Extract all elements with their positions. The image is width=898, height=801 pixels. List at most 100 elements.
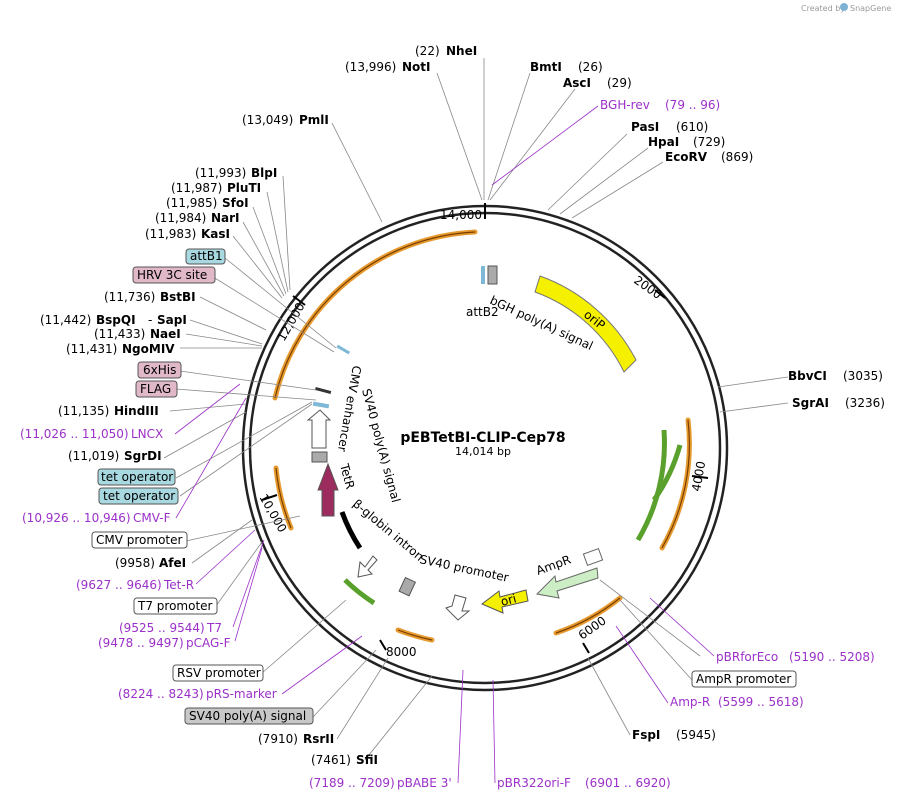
site-asci-pos: (29) [607, 76, 632, 90]
feature-box-cmv-promoter[interactable] [91, 531, 188, 549]
feature-ampr-promoter-label: AmpR promoter [696, 672, 791, 686]
primer-pbabe3-pos: (7189 .. 7209) [309, 776, 395, 790]
primer-bgh-rev-name[interactable]: BGH-rev [600, 98, 650, 112]
site-ecorv-pos: (869) [721, 150, 753, 164]
primer-pbrforeco-name[interactable]: pBRforEco [716, 650, 778, 664]
site-kasi-pos: (11,983) [145, 227, 196, 241]
site-pmli-name[interactable]: PmlI [299, 113, 329, 127]
site-sgrdi-pos: (11,019) [68, 449, 119, 463]
ampr-feature [535, 567, 599, 599]
attb2-label: attB2 [466, 305, 499, 319]
ruler-8000: 8000 [386, 645, 417, 659]
site-ngomiv-name[interactable]: NgoMIV [122, 342, 175, 356]
site-rsrii-pos: (7910) [258, 732, 298, 746]
ori-feature [481, 589, 529, 614]
feature-box-6xhis[interactable] [137, 361, 182, 379]
beta-globin-feature [339, 511, 363, 550]
site-nari-name[interactable]: NarI [211, 211, 240, 225]
primer-pbabe3-name[interactable]: pBABE 3' [397, 776, 452, 790]
tetr-label: TetR [337, 461, 357, 490]
site-sapi-name[interactable]: SapI [157, 313, 187, 327]
sv40-promoter-feature [445, 594, 471, 621]
site-bstbi-pos: (11,736) [104, 290, 155, 304]
site-noti-name[interactable]: NotI [402, 60, 431, 74]
feature-box-t7-promoter[interactable] [133, 597, 218, 615]
primer-pbrforeco-pos: (5190 .. 5208) [789, 650, 875, 664]
primer-lncx-name[interactable]: LNCX [131, 427, 163, 441]
site-pasi-name[interactable]: PasI [631, 120, 659, 134]
site-asci-name[interactable]: AscI [563, 76, 591, 90]
primer-t7-name[interactable]: T7 [206, 621, 222, 635]
primer-pbr322ori-name[interactable]: pBR322ori-F [497, 776, 571, 790]
site-sfii-name[interactable]: SfiI [356, 753, 378, 767]
ampr-label: AmpR [534, 552, 572, 577]
ori-label: ori [499, 591, 518, 609]
site-bspqi-name[interactable]: BspQI [96, 313, 136, 327]
site-hindiii-name[interactable]: HindIII [114, 404, 159, 418]
site-nhei-name[interactable]: NheI [446, 44, 477, 58]
site-sgrai-name[interactable]: SgrAI [792, 396, 829, 410]
site-bmti-pos: (26) [578, 60, 603, 74]
feature-attb1-label: attB1 [190, 249, 223, 263]
site-ecorv-name[interactable]: EcoRV [665, 150, 708, 164]
credit-brand: SnapGene [850, 4, 891, 13]
ruler [261, 203, 709, 654]
primer-prs-marker-name[interactable]: pRS-marker [206, 687, 277, 701]
primer-cmvf-name[interactable]: CMV-F [133, 511, 171, 525]
site-pasi-pos: (610) [676, 120, 708, 134]
snapgene-logo-icon [840, 3, 848, 11]
feature-box-ampr-promoter[interactable] [691, 670, 797, 688]
site-sfoi-name[interactable]: SfoI [222, 196, 249, 210]
site-hindiii-pos: (11,135) [58, 404, 109, 418]
primer-pbr322ori-pos: (6901 .. 6920) [585, 776, 671, 790]
primer-pcagf-name[interactable]: pCAG-F [186, 636, 231, 650]
site-sfii-pos: (7461) [311, 753, 351, 767]
plasmid-name: pEBTetBI-CLIP-Cep78 [400, 430, 565, 446]
feature-cmv-promoter-label: CMV promoter [96, 533, 183, 547]
site-afei-pos: (9958) [115, 556, 155, 570]
sv40pa-small-feature [398, 576, 417, 597]
site-bbvci-pos: (3035) [843, 369, 883, 383]
white-arrow-feature [357, 555, 378, 578]
feature-box-rsv-promoter[interactable] [172, 664, 264, 682]
cmv-small-feature [311, 451, 328, 463]
site-noti-pos: (13,996) [345, 60, 396, 74]
site-fspi-pos: (5945) [676, 728, 716, 742]
feature-box-sv40-polya[interactable] [184, 707, 314, 725]
feature-hrv3c-label: HRV 3C site [137, 268, 207, 282]
site-blpi-name[interactable]: BlpI [251, 166, 277, 180]
feature-rsv-promoter-label: RSV promoter [177, 666, 261, 680]
ruler-14000: 14,000 [440, 208, 482, 222]
feature-box-hrv3c[interactable] [132, 266, 216, 284]
site-pmli-pos: (13,049) [242, 113, 293, 127]
site-rsrii-name[interactable]: RsrII [303, 732, 334, 746]
site-bstbi-name[interactable]: BstBI [160, 290, 196, 304]
site-kasi-name[interactable]: KasI [201, 227, 230, 241]
primer-tetr-name[interactable]: Tet-R [163, 578, 194, 592]
feature-t7-promoter-label: T7 promoter [137, 599, 213, 613]
primer-t7-pos: (9525 .. 9544) [119, 621, 205, 635]
site-pluti-name[interactable]: PluTI [227, 181, 261, 195]
site-naei-name[interactable]: NaeI [150, 327, 181, 341]
site-sgrai-pos: (3236) [845, 396, 885, 410]
credit-text: Created by [801, 4, 845, 13]
bgh-feature [487, 265, 498, 285]
primer-ampr-name[interactable]: Amp-R [670, 695, 710, 709]
feature-box-attb1[interactable] [185, 248, 226, 265]
site-naei-pos: (11,433) [94, 327, 145, 341]
feature-box-flag[interactable] [135, 380, 178, 398]
site-bmti-name[interactable]: BmtI [530, 60, 562, 74]
leader-lines [163, 58, 789, 761]
feature-box-tet-operator-2[interactable] [98, 487, 179, 505]
feature-flag-label: FLAG [140, 382, 171, 396]
feature-box-tet-operator-1[interactable] [97, 468, 176, 486]
tetr-feature [317, 462, 339, 517]
site-fspi-name[interactable]: FspI [632, 728, 660, 742]
mark-a [315, 386, 332, 395]
site-hpai-name[interactable]: HpaI [648, 135, 679, 149]
site-sgrdi-name[interactable]: SgrDI [124, 449, 162, 463]
site-bbvci-name[interactable]: BbvCI [788, 369, 827, 383]
site-afei-name[interactable]: AfeI [159, 556, 186, 570]
primer-bgh-rev-pos: (79 .. 96) [665, 98, 720, 112]
feature-tet-operator-1-label: tet operator [101, 470, 173, 484]
